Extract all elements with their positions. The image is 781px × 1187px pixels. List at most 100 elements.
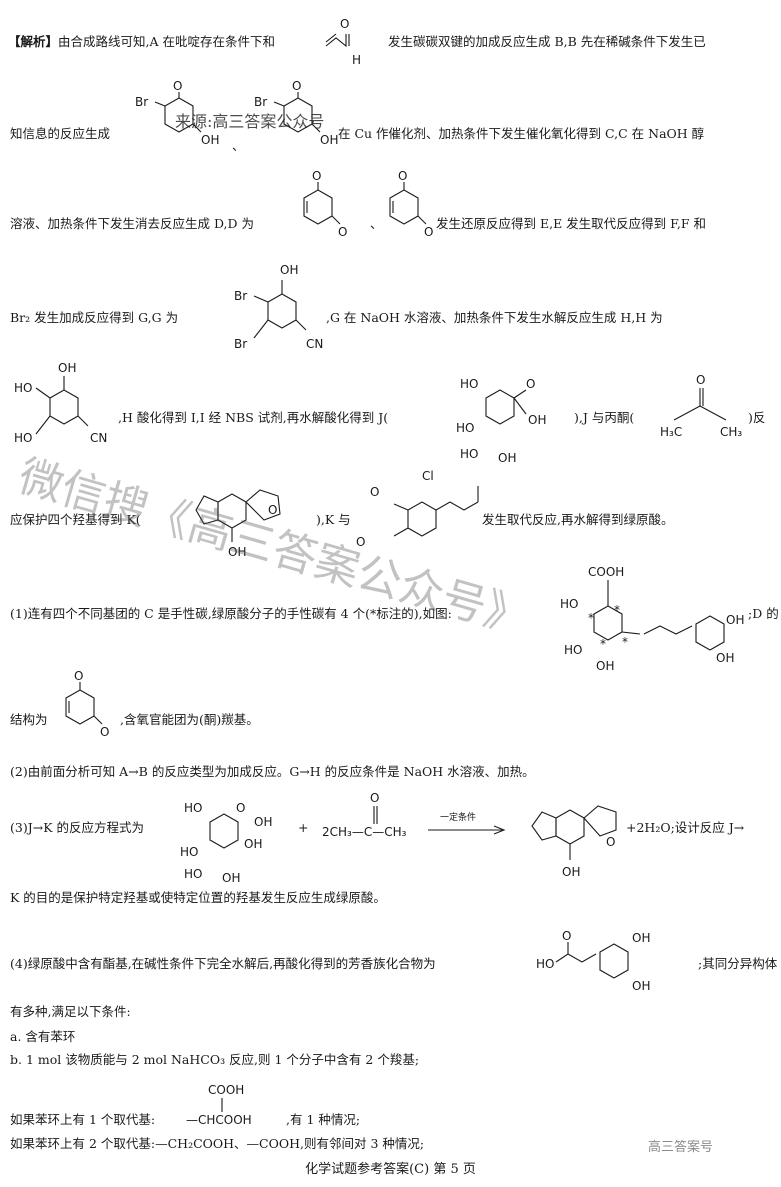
analysis-text-1a: 由合成路线可知,A 在吡啶存在条件下和 [58, 34, 275, 49]
acrolein-structure: O H [325, 17, 361, 67]
svg-text:CN: CN [90, 431, 107, 445]
svg-text:HO: HO [184, 801, 202, 815]
svg-text:*: * [614, 603, 620, 617]
svg-text:CH₃: CH₃ [720, 425, 742, 439]
analysis-text-2b: 在 Cu 作催化剂、加热条件下发生催化氧化得到 C,C 在 NaOH 醇 [338, 126, 705, 141]
acetone-carbonyl: O [370, 791, 379, 824]
q4-condition-b: b. 1 mol 该物质能与 2 mol NaHCO₃ 反应,则 1 个分子中含… [10, 1052, 420, 1067]
analysis-text-3a: 溶液、加热条件下发生消去反应生成 D,D 为 [10, 216, 255, 231]
svg-text:OH: OH [632, 931, 650, 945]
analysis-text-4b: ,G 在 NaOH 水溶液、加热条件下发生水解反应生成 H,H 为 [326, 310, 663, 325]
svg-text:OH: OH [244, 837, 262, 851]
reaction-condition: 一定条件 [440, 813, 477, 823]
svg-text:HO: HO [184, 867, 202, 881]
svg-text:OH: OH [498, 451, 516, 465]
q3-text-b: K 的目的是保护特定羟基或使特定位置的羟基发生反应生成绿原酸。 [10, 890, 386, 905]
svg-text:O: O [338, 225, 347, 239]
svg-text:H: H [352, 53, 361, 67]
bromo-hydroxy-ketone-2: O Br OH [254, 79, 338, 147]
q1-text-c: 结构为 [10, 712, 48, 727]
svg-text:O: O [236, 801, 245, 815]
compound-g-structure: OH Br Br CN [234, 263, 323, 351]
svg-text:OH: OH [320, 133, 338, 147]
svg-text:COOH: COOH [588, 565, 624, 579]
compound-j-reactant-structure: HO O OH HO OH HO OH [180, 801, 272, 885]
svg-text:*: * [622, 635, 628, 649]
analysis-text-5b: ),J 与丙酮( [574, 410, 635, 425]
diacetyl-caffeoyl-chloride-structure: Cl O O [356, 469, 479, 549]
comma: 、 [232, 138, 245, 153]
source-watermark: 来源:高三答案公众号 [175, 112, 325, 131]
svg-text:Br: Br [254, 95, 267, 109]
case1-suffix: ,有 1 种情况; [286, 1112, 361, 1127]
q1-text-d: ,含氧官能团为(酮)羰基。 [120, 712, 259, 727]
analysis-text-4a: Br₂ 发生加成反应得到 G,G 为 [10, 310, 179, 325]
svg-text:O: O [370, 485, 379, 499]
page-footer: 化学试题参考答案(C) 第 5 页 [305, 1162, 476, 1177]
q3-text-a: (3)J→K 的反应方程式为 [10, 820, 145, 835]
svg-text:O: O [173, 79, 182, 93]
q4-condition-a: a. 含有苯环 [10, 1029, 76, 1044]
svg-text:OH: OH [596, 659, 614, 673]
svg-text:HO: HO [456, 421, 474, 435]
svg-text:O: O [696, 373, 705, 387]
analysis-text-5a: ,H 酸化得到 I,I 经 NBS 试剂,再水解酸化得到 J( [118, 410, 389, 425]
svg-text:OH: OH [562, 865, 580, 879]
svg-text:HO: HO [536, 957, 554, 971]
svg-text:O: O [268, 503, 277, 517]
cyclohexenedione-2: O O [389, 169, 433, 239]
svg-text:HO: HO [460, 377, 478, 391]
cyclohexenedione-1: O O [303, 169, 347, 239]
svg-text:O: O [526, 377, 535, 391]
svg-text:*: * [588, 611, 594, 625]
acetone-structure: O H₃C CH₃ [660, 373, 742, 439]
svg-text:O: O [424, 225, 433, 239]
case1-group: —CHCOOH [186, 1113, 252, 1127]
analysis-text-6a: 应保护四个羟基得到 K( [10, 512, 141, 527]
svg-text:OH: OH [201, 133, 219, 147]
analysis-text-2a: 知信息的反应生成 [10, 126, 111, 141]
svg-text:OH: OH [716, 651, 734, 665]
compound-j-structure: HO O HO OH HO OH [456, 377, 546, 465]
svg-text:OH: OH [528, 413, 546, 427]
q4-text-c: 有多种,满足以下条件: [10, 1004, 131, 1019]
reaction-arrow [428, 825, 506, 835]
svg-text:O: O [398, 169, 407, 183]
case1-prefix: 如果苯环上有 1 个取代基: [10, 1112, 156, 1127]
compound-k-structure: OH O [195, 489, 281, 559]
q3-product-tail: +2H₂O;设计反应 J→ [626, 820, 745, 835]
analysis-text-6b: ),K 与 [316, 512, 351, 527]
svg-text:OH: OH [222, 871, 240, 885]
caffeic-acid-structure: O HO OH OH [536, 929, 650, 993]
q4-text-a: (4)绿原酸中含有酯基,在碱性条件下完全水解后,再酸化得到的芳香族化合物为 [10, 956, 436, 971]
svg-text:HO: HO [180, 845, 198, 859]
compound-k-product-structure: OH O [531, 805, 617, 879]
acetone-reagent: 2CH₃—C—CH₃ [322, 825, 407, 839]
analysis-text-5c: )反 [748, 410, 766, 425]
svg-text:HO: HO [564, 643, 582, 657]
svg-text:CN: CN [306, 337, 323, 351]
svg-text:O: O [340, 17, 349, 31]
analysis-tag: 【解析】 [8, 34, 59, 49]
svg-text:HO: HO [14, 431, 32, 445]
svg-text:Br: Br [135, 95, 148, 109]
case2-text: 如果苯环上有 2 个取代基:—CH₂COOH、—COOH,则有邻间对 3 种情况… [10, 1136, 425, 1151]
q2-text: (2)由前面分析可知 A→B 的反应类型为加成反应。G→H 的反应条件是 NaO… [10, 764, 535, 779]
compound-h-structure: HO OH HO CN [14, 361, 107, 445]
q4-text-b: ;其同分异构体 [698, 956, 778, 971]
chlorogenic-acid-structure: COOH HO HO OH * * * * OH OH [560, 565, 744, 673]
compound-d-structure: O O [65, 669, 109, 739]
svg-text:OH: OH [58, 361, 76, 375]
q1-text-a: (1)连有四个不同基团的 C 是手性碳,绿原酸分子的手性碳有 4 个(*标注的)… [10, 606, 452, 621]
svg-text:OH: OH [228, 545, 246, 559]
svg-text:Cl: Cl [422, 469, 434, 483]
svg-text:OH: OH [632, 979, 650, 993]
plus-sign: + [298, 820, 309, 835]
bromo-hydroxy-ketone-1: O Br OH [135, 79, 219, 147]
q1-text-b: ;D 的 [748, 606, 779, 621]
svg-text:OH: OH [280, 263, 298, 277]
analysis-text-3b: 发生还原反应得到 E,E 发生取代反应得到 F,F 和 [436, 216, 706, 231]
comma-2: 、 [370, 216, 383, 231]
svg-text:O: O [356, 535, 365, 549]
case1-bond [221, 1098, 223, 1112]
